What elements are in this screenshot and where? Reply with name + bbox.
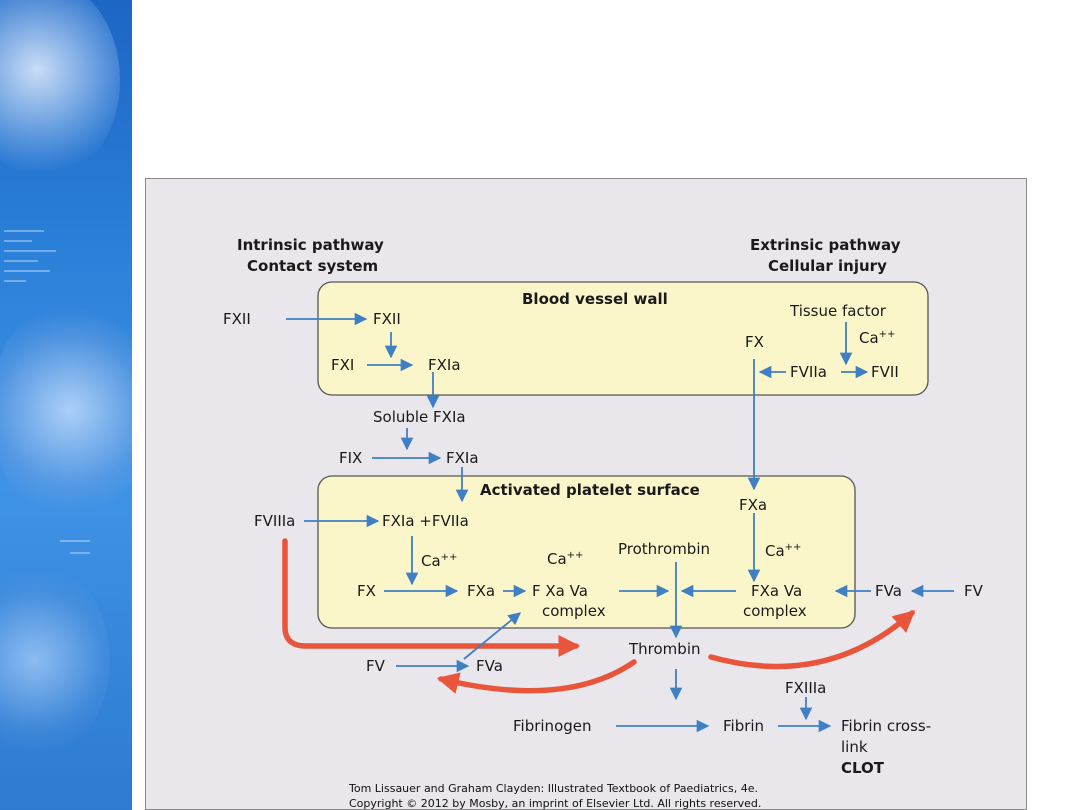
red-arrow-thrombin-to-fva-left: [436, 659, 637, 694]
red-arrow-thrombin-to-fva-right: [708, 610, 916, 670]
label-ca-vessel: Ca++: [859, 329, 895, 347]
label-prothrombin: Prothrombin: [618, 540, 710, 558]
label-ca-right: Ca++: [765, 542, 801, 560]
label-fv-right: FV: [964, 582, 984, 600]
label-fxii-inside: FXII: [373, 310, 401, 328]
label-fx-platelet: FX: [357, 582, 376, 600]
label-fibrin: Fibrin: [723, 717, 764, 735]
label-fviia: FVIIa: [790, 363, 827, 381]
extrinsic-pathway-title: Extrinsic pathway: [750, 236, 901, 254]
blood-vessel-wall-box: [317, 281, 929, 396]
label-fxa-left: FXa: [467, 582, 495, 600]
label-fibrin-crosslink-1: Fibrin cross-: [841, 717, 931, 735]
label-fv-bottom: FV: [366, 657, 386, 675]
label-fxia-middle: FXIa: [446, 449, 479, 467]
vessel-box-title: Blood vessel wall: [522, 290, 668, 308]
arrow-fva-to-complex: [463, 612, 521, 660]
label-fibrin-crosslink-2: link: [841, 738, 868, 756]
platelet-box-title: Activated platelet surface: [480, 481, 700, 499]
label-fxii-outside: FXII: [223, 310, 251, 328]
intrinsic-pathway-subtitle: Contact system: [247, 257, 378, 275]
coagulation-cascade-figure: Intrinsic pathway Contact system Extrins…: [145, 178, 1027, 810]
label-thrombin: Thrombin: [628, 640, 701, 658]
label-fibrinogen: Fibrinogen: [513, 717, 592, 735]
extrinsic-pathway-subtitle: Cellular injury: [768, 257, 887, 275]
label-fxi: FXI: [331, 356, 354, 374]
label-fx-vessel: FX: [745, 333, 764, 351]
coagulation-diagram: Intrinsic pathway Contact system Extrins…: [223, 236, 984, 810]
label-complex-left-2: complex: [542, 602, 606, 620]
label-soluble-fxia: Soluble FXIa: [373, 408, 466, 426]
credit-line-1: Tom Lissauer and Graham Clayden: Illustr…: [348, 782, 758, 795]
red-arrow-fviiia-to-thrombin: [282, 538, 581, 657]
label-fxia: FXIa: [428, 356, 461, 374]
label-fix: FIX: [339, 449, 362, 467]
label-complex-right-2: complex: [743, 602, 807, 620]
label-fxiiia: FXIIIa: [785, 679, 826, 697]
intrinsic-pathway-title: Intrinsic pathway: [237, 236, 384, 254]
credit-line-2: Copyright © 2012 by Mosby, an imprint of…: [349, 797, 761, 810]
label-ca-left: Ca++: [421, 552, 457, 570]
label-tissue-factor: Tissue factor: [789, 302, 887, 320]
label-fxa-top: FXa: [739, 496, 767, 514]
decorative-side-banner: [0, 0, 132, 810]
label-clot: CLOT: [841, 759, 885, 777]
label-ca-center: Ca++: [547, 550, 583, 568]
label-complex-left-1: F Xa Va: [532, 582, 588, 600]
label-fvii: FVII: [871, 363, 899, 381]
label-fxia-fviiia: FXIa +FVIIa: [382, 512, 469, 530]
label-fva-right: FVa: [875, 582, 902, 600]
label-fviiia: FVIIIa: [254, 512, 295, 530]
label-fva-bottom: FVa: [476, 657, 503, 675]
label-complex-right-1: FXa Va: [751, 582, 802, 600]
